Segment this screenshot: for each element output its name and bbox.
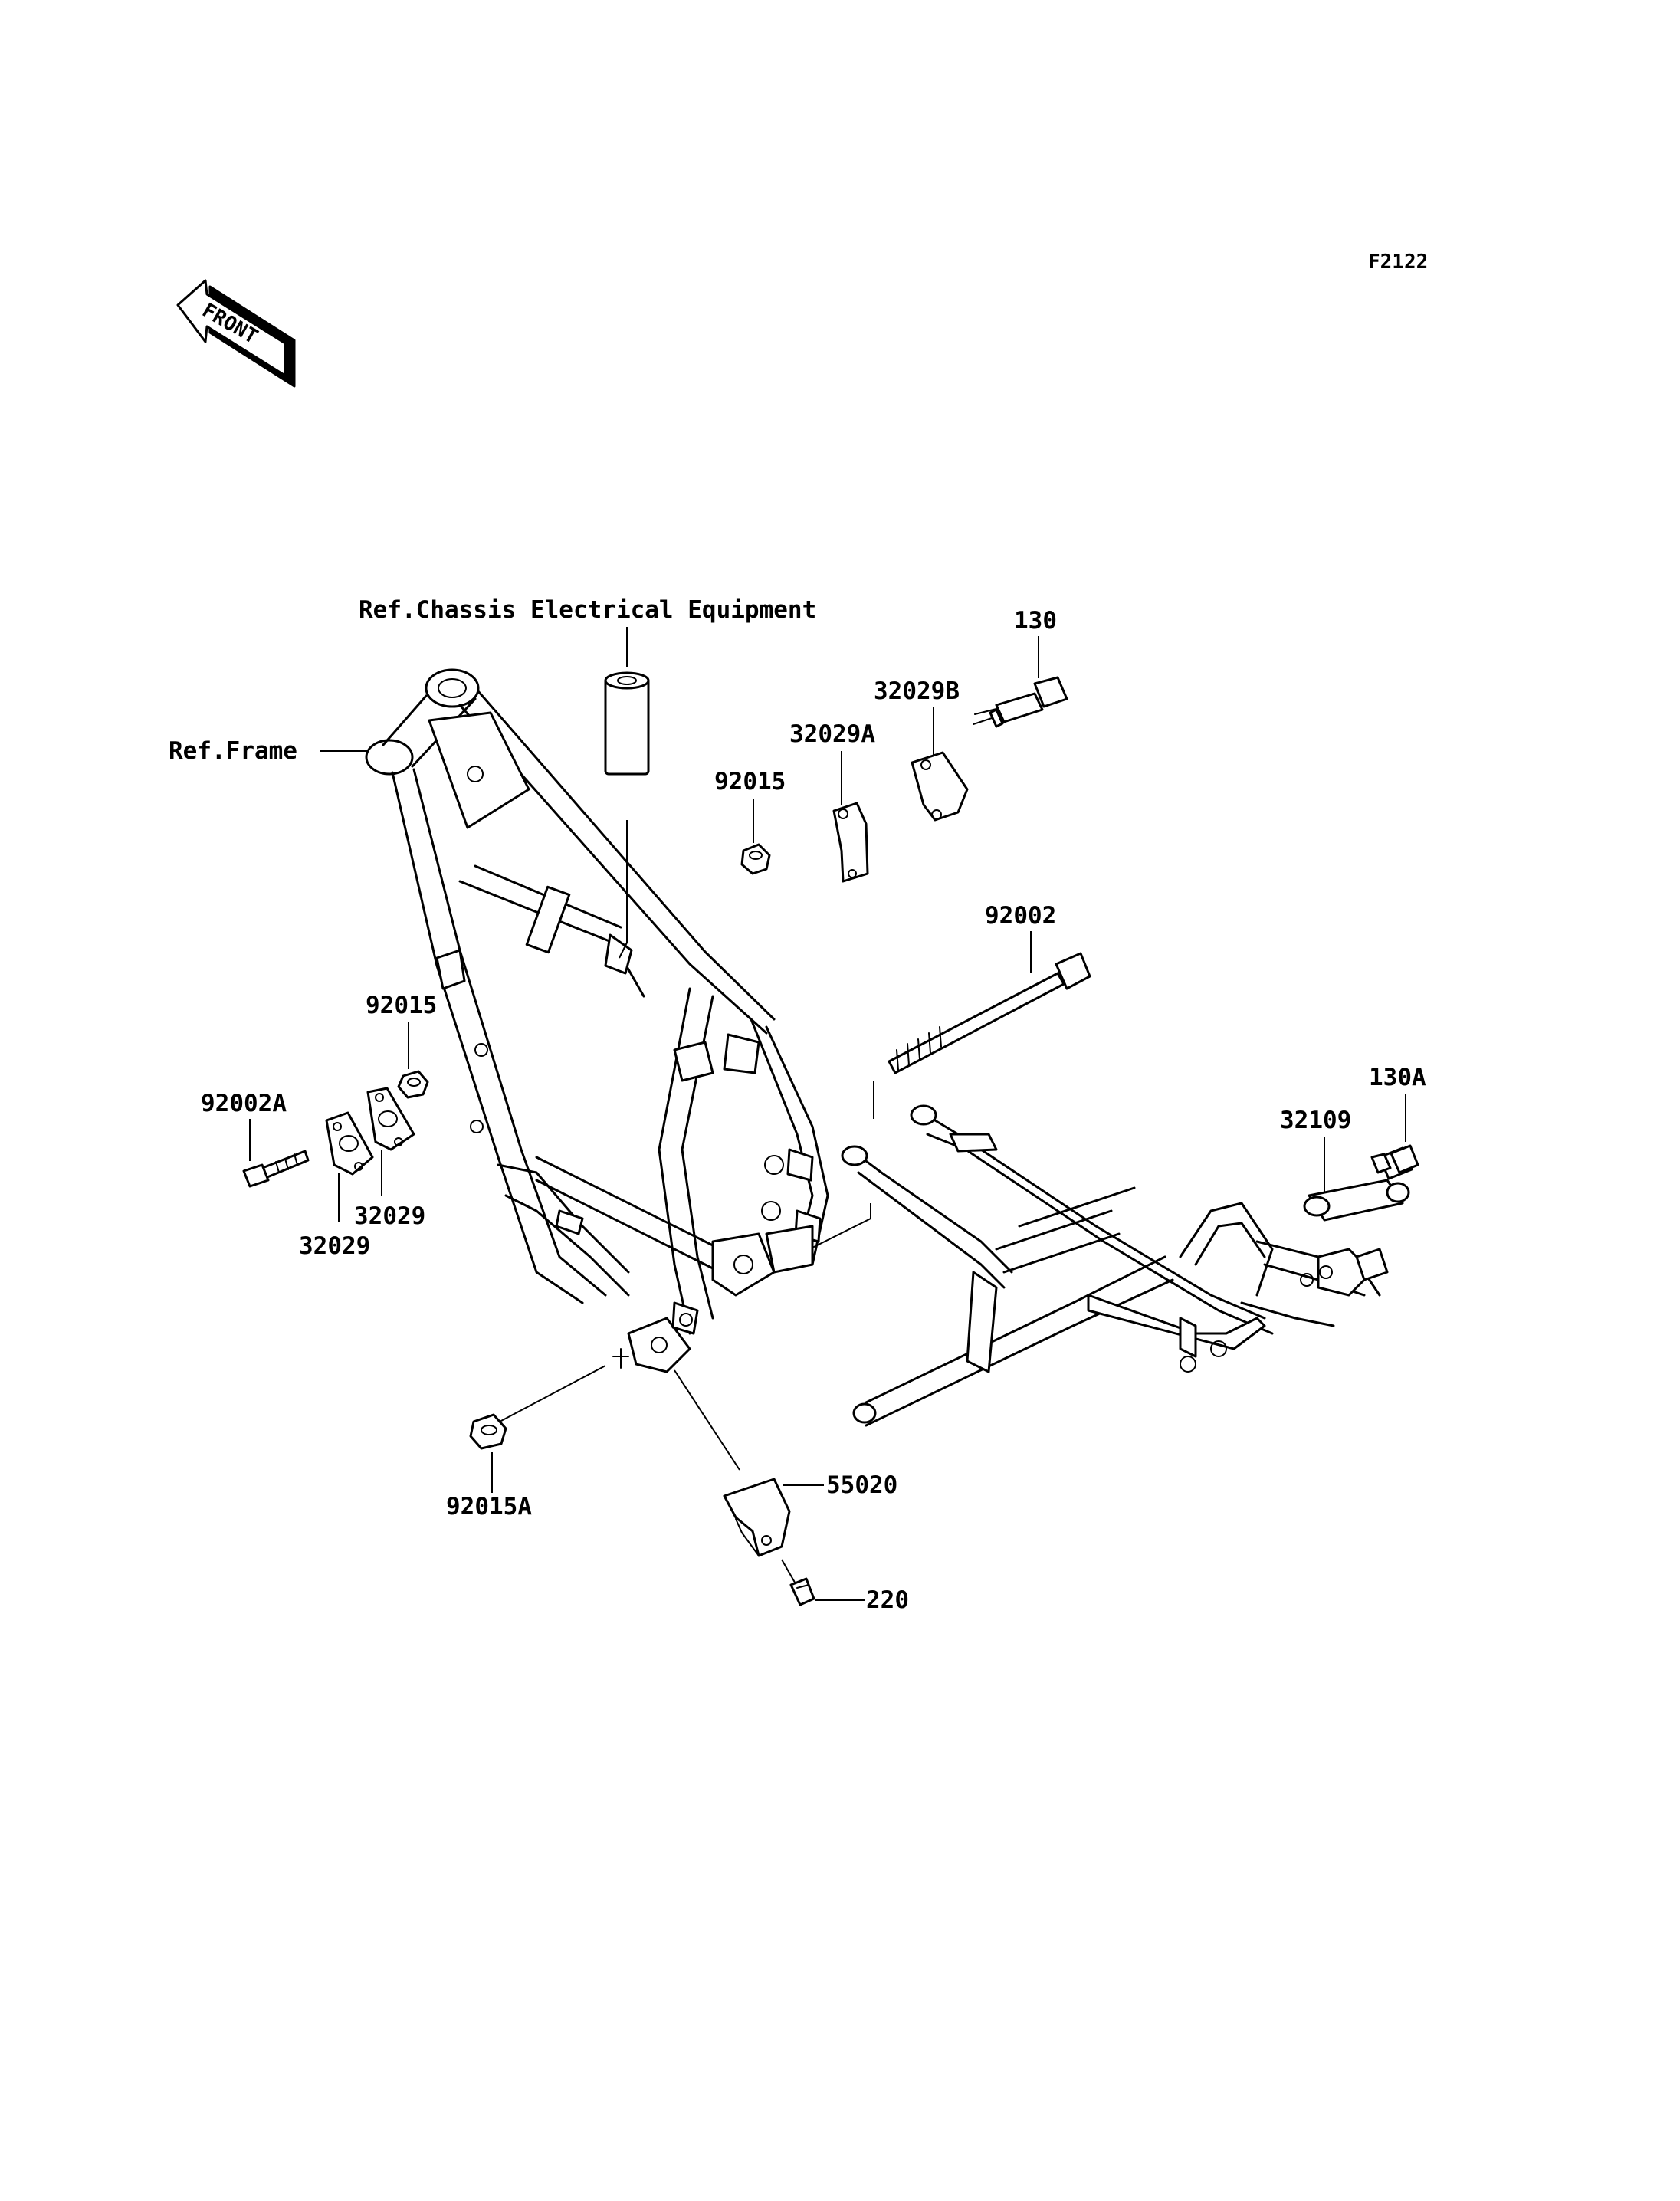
bracket-32029b (911, 751, 969, 822)
ref-frame-label: Ref.Frame (169, 737, 297, 765)
figure-code: F2122 (1368, 251, 1428, 274)
bracket-32029a (832, 802, 869, 883)
callout-92002a: 92002A (201, 1090, 287, 1117)
bolt-92002a (242, 1150, 310, 1188)
callout-130a: 130A (1369, 1064, 1426, 1091)
callout-55020: 55020 (826, 1471, 897, 1499)
nut-92015-left (397, 1070, 429, 1099)
nut-92015a (469, 1413, 507, 1450)
callout-220: 220 (866, 1586, 909, 1614)
collar-32109 (1303, 1179, 1410, 1222)
bolt-130a (1370, 1144, 1419, 1180)
callout-92002: 92002 (985, 902, 1056, 930)
leader-92002-pivot (812, 1203, 871, 1248)
callout-32029-lower: 32029 (299, 1232, 370, 1260)
plate-32029-lower (325, 1111, 374, 1176)
bolt-92002 (888, 952, 1091, 1074)
screw-220 (789, 1577, 815, 1606)
main-frame (365, 668, 829, 1373)
callout-32029a: 32029A (789, 720, 875, 748)
front-arrow-icon: FRONT (176, 279, 296, 388)
spacer-tube (604, 671, 650, 959)
bolt-130 (973, 676, 1068, 728)
callout-92015-top: 92015 (714, 768, 786, 795)
sub-frame (841, 1104, 1389, 1427)
callout-32109: 32109 (1280, 1107, 1351, 1134)
callout-32029b: 32029B (874, 677, 960, 705)
callout-92015a: 92015A (446, 1493, 532, 1520)
callout-92015-left: 92015 (366, 992, 437, 1019)
plate-32029-upper (366, 1087, 415, 1151)
cover-55020 (723, 1478, 791, 1557)
nut-92015-top (740, 843, 771, 875)
ref-chassis-electrical-label: Ref.Chassis Electrical Equipment (359, 596, 816, 624)
callout-32029-upper: 32029 (354, 1202, 425, 1230)
callout-130: 130 (1014, 607, 1057, 635)
